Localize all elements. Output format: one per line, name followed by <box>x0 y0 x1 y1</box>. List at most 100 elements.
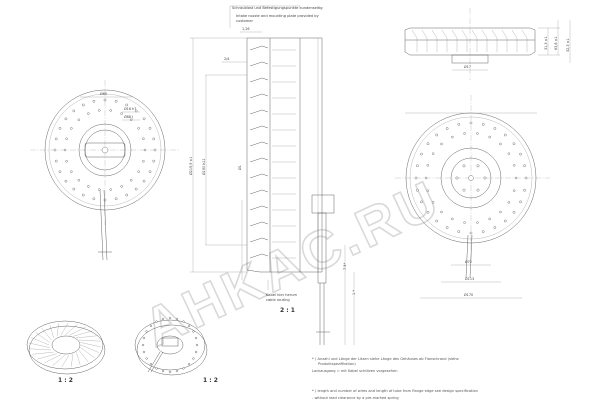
blade-rivet <box>54 137 58 141</box>
dim-left-top: Ø65 <box>100 91 107 96</box>
blade-edge <box>249 141 269 147</box>
blade-rivet <box>125 103 128 107</box>
blade-rivet <box>137 170 140 173</box>
top-right-side-view: 31,3 ±1 63,8 ±1 32,3 ±1 Ø17 <box>404 8 571 80</box>
blade-rivet <box>424 176 428 180</box>
blade-rivet <box>499 142 502 146</box>
blade-rivet <box>445 226 449 229</box>
blade-rivet <box>503 133 507 137</box>
blade-rivet <box>134 187 138 191</box>
blade-rivet <box>440 142 443 146</box>
dim-main-vert-1: Ø190 h11 <box>201 158 206 175</box>
blade-slot <box>411 29 418 52</box>
blade-edge <box>249 221 269 227</box>
header-note-en-2: customer <box>236 19 253 23</box>
iso-blade <box>60 323 69 336</box>
blade-rivet <box>148 170 152 173</box>
blade-rivet <box>92 197 96 201</box>
iso-rivet <box>194 336 198 340</box>
blade-rivet <box>488 135 491 139</box>
blade-slot <box>511 29 518 52</box>
iso-blade <box>49 325 54 338</box>
blade-rivet <box>142 160 145 163</box>
blade-rivet <box>114 99 118 103</box>
iso-blade <box>52 354 66 366</box>
hub-hole <box>462 188 466 192</box>
scale-main: 2 : 1 <box>280 307 295 314</box>
blade-rivet <box>414 176 418 180</box>
dim-main-tl: 2/4 <box>224 57 229 61</box>
left-front-view: Ø65 Ø16 h7 Ø88 J <box>30 80 180 261</box>
blade-rivet <box>426 189 430 192</box>
blade-rivet <box>87 112 90 115</box>
footnote-2-de: Lackausgang = mit Kabel schützen vorgese… <box>312 369 397 373</box>
scale-iso-left: 1 : 2 <box>58 377 73 384</box>
blade-rivet <box>416 164 419 168</box>
footnotes: * ) Anzahl und Länge der Litzen siehe Lä… <box>312 357 478 400</box>
footnote-1-en: * ) length and number of wires and lengt… <box>312 389 478 393</box>
iso-blade <box>29 342 50 348</box>
blade-rivet <box>507 152 511 155</box>
blade-rivet <box>476 132 479 135</box>
blade-rivet <box>512 142 516 146</box>
blade-rivet <box>523 164 526 168</box>
blade-rivet <box>152 159 156 163</box>
blade-rivet <box>58 170 62 173</box>
blade-rivet <box>420 152 423 156</box>
cable-label-1: Kabel hier herum <box>266 293 297 297</box>
iso-blade <box>76 352 81 365</box>
blade-rivet <box>77 118 81 121</box>
blade-rivet <box>53 148 57 152</box>
dim-main-low-2: 1 * <box>352 290 356 295</box>
blade-rivet <box>514 176 518 180</box>
blade-edge <box>249 237 269 243</box>
blade-slot <box>461 29 468 52</box>
dim-main-low-1: 7 5* <box>343 263 347 270</box>
blade-rivet <box>512 164 516 167</box>
blade-rivet <box>103 98 107 102</box>
iso-blade <box>37 353 58 360</box>
blade-rivet <box>64 179 68 183</box>
iso-rivet <box>168 370 172 374</box>
blade-rivet <box>153 148 157 152</box>
blade-edge <box>249 125 269 131</box>
iso-rivet <box>155 367 158 370</box>
dim-right-d2: Ø113 <box>465 276 474 281</box>
blade-rivet <box>426 164 430 167</box>
blade-edge <box>249 61 269 67</box>
iso-rivet <box>142 350 146 354</box>
iso-rivet <box>182 320 185 323</box>
blade-slot <box>421 29 428 52</box>
blade-rivet <box>493 226 497 229</box>
header-note-de: Schraublast und Befestigungspunkte kunde… <box>232 6 323 10</box>
blade-rivet <box>416 188 419 192</box>
iso-rivet <box>195 343 199 347</box>
blade-rivet <box>148 127 152 130</box>
blade-rivet <box>63 148 67 152</box>
blade-edge <box>249 77 269 83</box>
iso-rivet <box>142 336 146 340</box>
dim-main-vert-2: Ø219,9 ±1 <box>188 157 193 175</box>
iso-rivet <box>149 362 153 366</box>
blade-rivet <box>451 135 454 139</box>
blade-slot <box>441 29 448 52</box>
blade-rivet <box>488 217 491 221</box>
cable-label-2: cable routing <box>266 298 290 302</box>
iso-blade <box>71 353 74 367</box>
blade-rivet <box>426 210 430 214</box>
blade-rivet <box>152 137 156 141</box>
iso-rivet <box>192 330 195 333</box>
iso-blade <box>29 348 52 351</box>
blade-edge <box>249 205 269 211</box>
hub-hole <box>455 176 459 180</box>
footnote-1-de-1: * ) Anzahl und Länge der Litzen siehe Lä… <box>312 357 459 361</box>
iso-rivet <box>192 357 195 360</box>
blade-rivet <box>519 200 522 204</box>
iso-rivet <box>161 369 165 373</box>
blade-rivet <box>120 112 123 115</box>
blade-rivet <box>463 221 466 224</box>
blade-slot <box>431 29 438 52</box>
iso-blade <box>80 347 95 358</box>
blade-rivet <box>82 193 85 197</box>
